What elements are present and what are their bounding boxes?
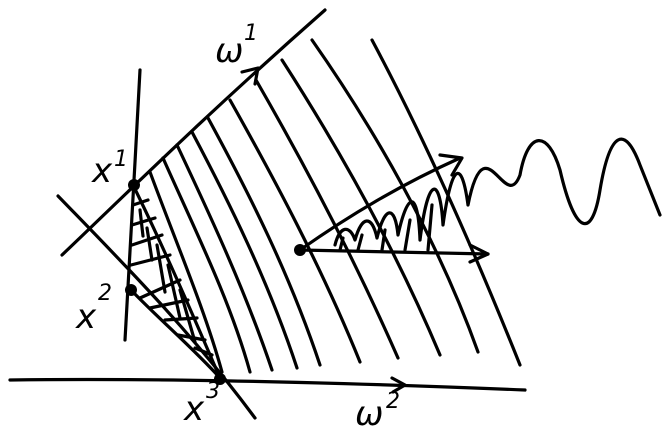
x2-label: x (75, 297, 97, 337)
squiggle-wave (333, 137, 662, 247)
w1-label: ω (215, 31, 243, 71)
x1-label: x (91, 151, 113, 191)
x1-point (128, 179, 140, 191)
ray-diagonal (298, 156, 462, 252)
ray-horizontal (298, 248, 490, 256)
x2-label-sup: 2 (98, 281, 112, 306)
center-point (294, 244, 306, 256)
line-x1-x2 (123, 68, 142, 342)
w1-label-sup: 1 (244, 21, 258, 46)
x3-label-sup: 3 (206, 379, 220, 404)
ray-horizontal-arrow (468, 243, 490, 264)
simplex-edge-x1-x3 (131, 183, 222, 380)
line-x1-x3 (56, 194, 257, 420)
level-curves (148, 38, 522, 374)
ray-hatch (338, 203, 434, 252)
axis-w1-line (60, 8, 327, 257)
x3-label: x (183, 389, 205, 429)
axis-w2-arrow (390, 376, 407, 394)
ray-diagonal-arrow (438, 153, 464, 177)
x2-point (125, 284, 137, 296)
simplex-hatching (129, 198, 214, 357)
w2-label-sup: 2 (386, 389, 400, 414)
w2-label: ω (355, 394, 383, 430)
x1-label-sup: 1 (114, 147, 128, 172)
x3-point (214, 373, 226, 385)
axis-w2-line (8, 377, 527, 392)
